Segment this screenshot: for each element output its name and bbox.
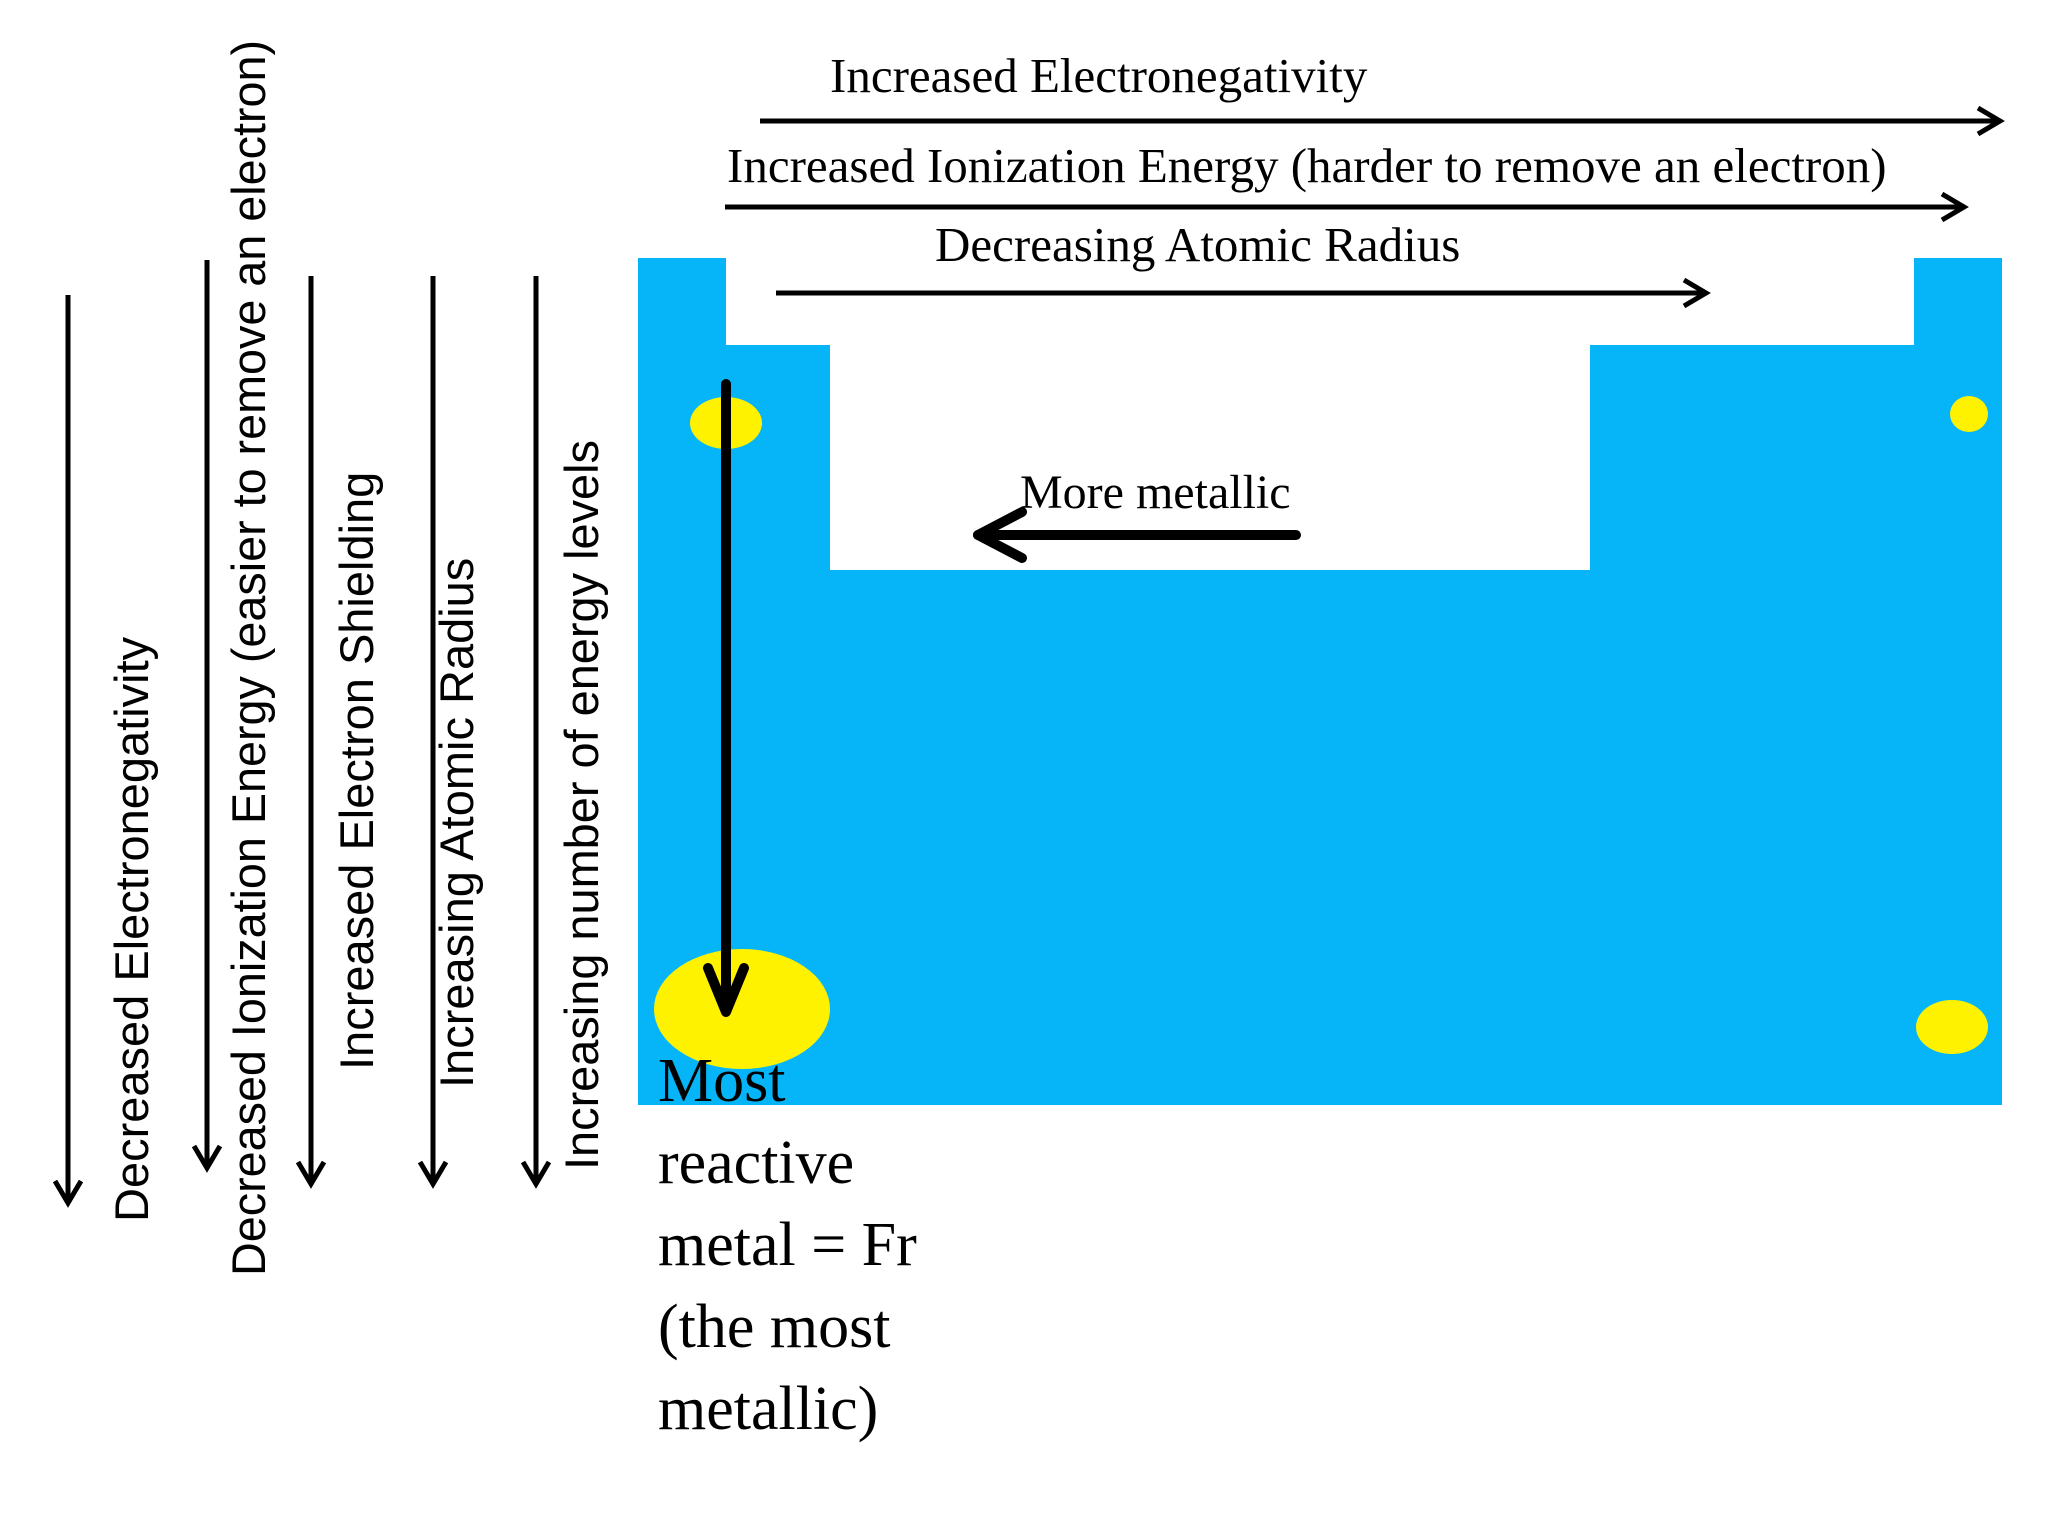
side-label-radius: Increasing Atomic Radius	[430, 558, 483, 1088]
radon-highlight	[1916, 1000, 1988, 1054]
note-line-5: metallic)	[658, 1375, 879, 1443]
radius-side-arrow-icon	[417, 276, 449, 1189]
side-label-energy-levels: Increasing number of energy levels	[555, 440, 608, 1170]
note-line-1: Most	[658, 1047, 786, 1115]
energy-levels-side-arrow-icon	[520, 276, 552, 1189]
group1-down-arrow-icon	[703, 379, 749, 1017]
shielding-side-arrow-icon	[295, 276, 327, 1189]
side-label-ionization: Decreased Ionization Energy (easier to r…	[222, 40, 275, 1276]
top-label-electronegativity: Increased Electronegativity	[830, 48, 1368, 103]
francium-highlight	[654, 949, 830, 1069]
more-metallic-arrow-icon	[973, 507, 1301, 563]
helium-highlight	[1950, 396, 1988, 432]
side-label-shielding: Increased Electron Shielding	[330, 472, 383, 1070]
electronegativity-side-arrow-icon	[52, 295, 84, 1208]
radius-top-arrow-icon	[776, 277, 1711, 309]
ionization-side-arrow-icon	[191, 260, 223, 1173]
note-line-2: reactive	[658, 1129, 855, 1197]
periodic-table-shape	[638, 258, 2002, 1105]
more-metallic-label: More metallic	[1020, 466, 1291, 519]
side-label-electronegativity: Decreased Electronegativity	[105, 636, 158, 1222]
note-line-4: (the most	[658, 1293, 891, 1361]
note-line-3: metal = Fr	[658, 1211, 917, 1279]
most-reactive-metal-note: Most reactive metal = Fr (the most metal…	[658, 1040, 1018, 1450]
ionization-top-arrow-icon	[725, 191, 1969, 223]
electronegativity-top-arrow-icon	[760, 105, 2005, 137]
top-label-ionization: Increased Ionization Energy (harder to r…	[727, 138, 1887, 193]
top-label-radius: Decreasing Atomic Radius	[935, 217, 1460, 272]
